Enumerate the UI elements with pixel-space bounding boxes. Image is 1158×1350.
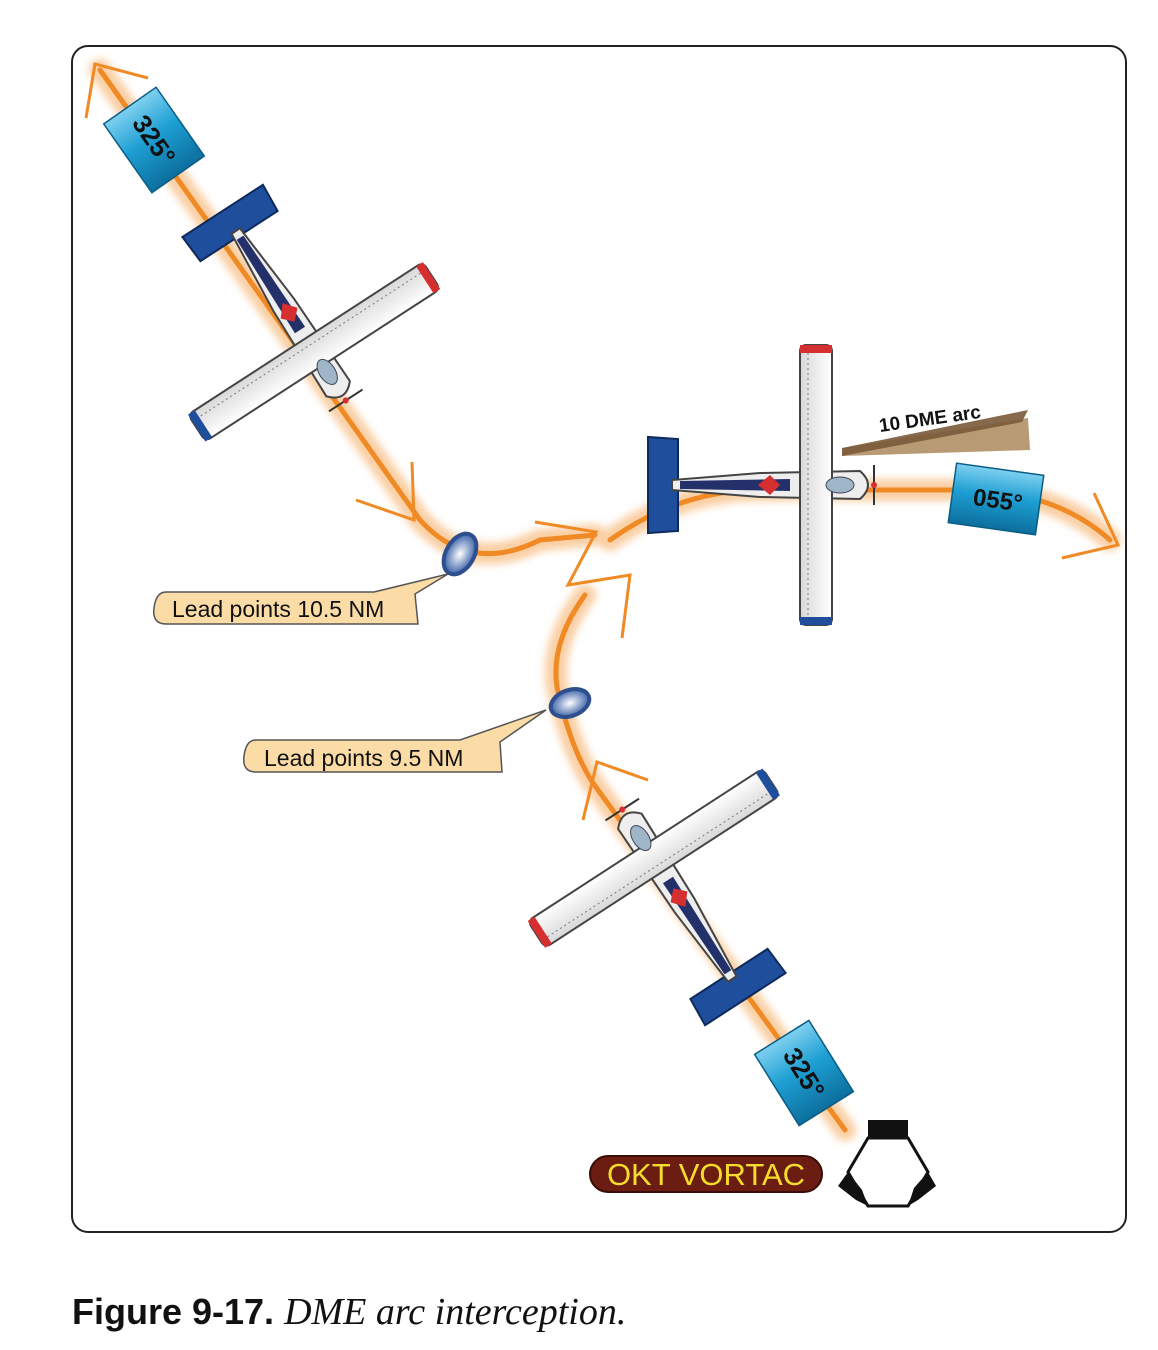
heading-box-outbound: [102, 86, 206, 194]
station-label: OKT VORTAC: [607, 1157, 805, 1192]
lead-point-outer-marker: [441, 531, 479, 577]
lead-point-outer-callout: Lead points 10.5 NM: [153, 573, 449, 625]
figure-caption: Figure 9-17. DME arc interception.: [72, 1290, 626, 1334]
lead-point-inner-label: Lead points 9.5 NM: [264, 745, 463, 771]
lead-point-inner-callout: Lead points 9.5 NM: [243, 709, 547, 773]
heading-box-inbound: [753, 1019, 855, 1127]
figure-number: Figure 9-17.: [72, 1291, 275, 1332]
path-arrows: [84, 62, 1121, 821]
station-badge: OKT VORTAC: [589, 1155, 823, 1193]
dme-arc-diagram: 325° Lead points 10.5 NM 10 DME arc 055°…: [71, 45, 1127, 1233]
figure-title: DME arc interception.: [284, 1291, 627, 1333]
heading-box-arc: [947, 462, 1045, 536]
vortac-icon: [838, 1120, 936, 1208]
lead-point-outer-label: Lead points 10.5 NM: [172, 596, 384, 622]
lead-point-inner-marker: [548, 686, 592, 720]
